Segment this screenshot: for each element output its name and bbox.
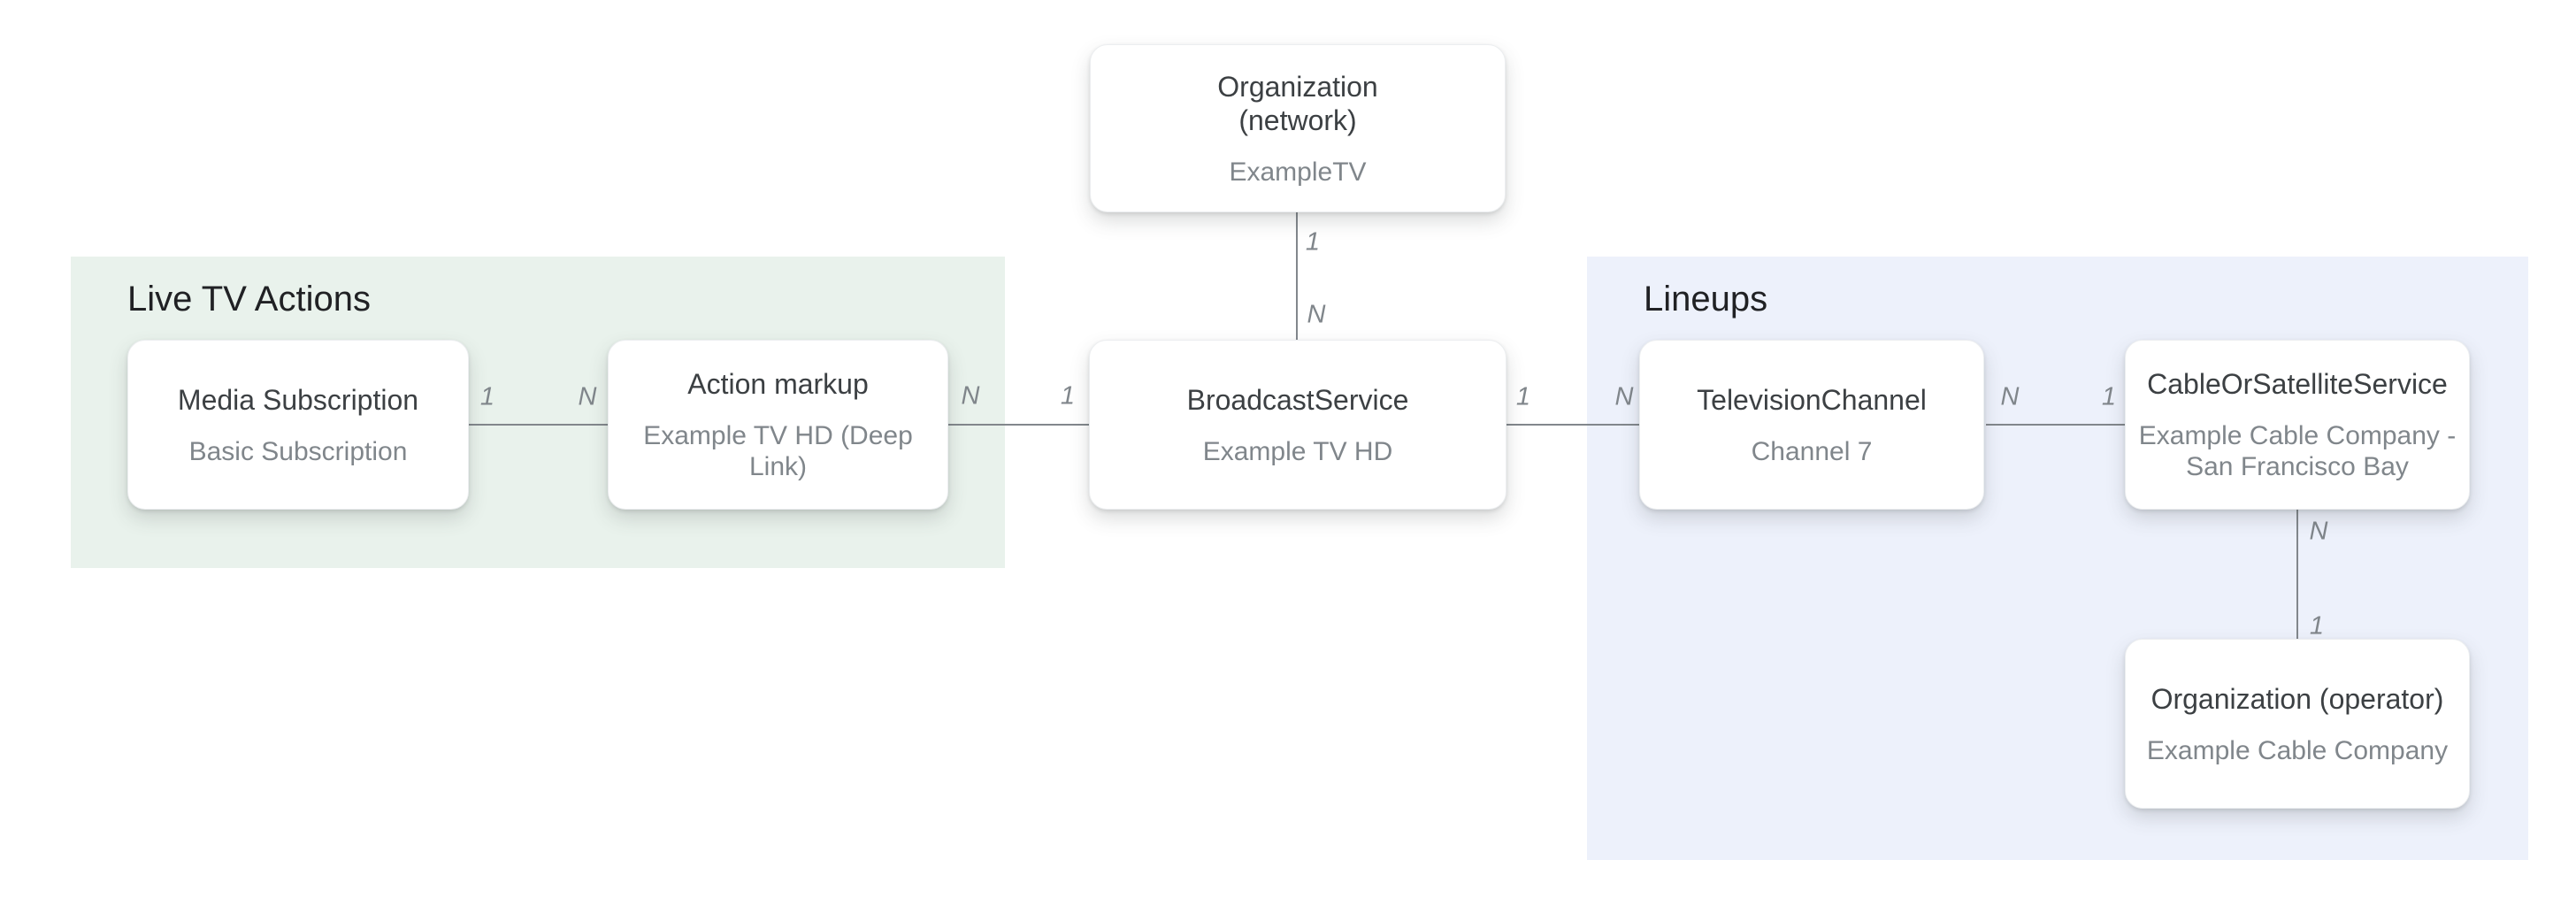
- cardinality-action-right-end: N: [961, 381, 980, 411]
- connector-channel-to-cable: [1986, 424, 2125, 426]
- node-broadcast-service: BroadcastService Example TV HD: [1089, 340, 1506, 510]
- cardinality-cable-left-end: 1: [2101, 382, 2117, 411]
- cardinality-cable-bottom-end: N: [2309, 517, 2328, 546]
- region-heading-lineups: Lineups: [1644, 280, 1768, 319]
- node-subtitle: Example TV HD: [1202, 436, 1393, 466]
- cardinality-network-end: 1: [1305, 227, 1321, 257]
- node-title: Organization (network): [1217, 70, 1378, 136]
- cardinality-broadcast-end: N: [1307, 300, 1326, 329]
- node-title: BroadcastService: [1186, 383, 1409, 416]
- connector-cable-to-operator: [2296, 510, 2298, 639]
- cardinality-broadcast-right-end: 1: [1515, 382, 1531, 411]
- node-title: TelevisionChannel: [1697, 383, 1927, 416]
- node-subtitle: Example TV HD (Deep Link): [643, 421, 913, 481]
- node-title: Media Subscription: [177, 383, 419, 416]
- node-action-markup: Action markup Example TV HD (Deep Link): [608, 340, 948, 510]
- node-subtitle: ExampleTV: [1229, 157, 1367, 187]
- cardinality-broadcast-left-end: 1: [1060, 381, 1076, 411]
- node-subtitle: Example Cable Company - San Francisco Ba…: [2138, 421, 2457, 481]
- connector-network-to-broadcast: [1296, 212, 1298, 340]
- node-organization-network: Organization (network) ExampleTV: [1090, 44, 1506, 212]
- cardinality-channel-right-end: N: [2000, 382, 2020, 411]
- cardinality-operator-end: 1: [2309, 611, 2325, 641]
- node-subtitle: Example Cable Company: [2146, 735, 2449, 765]
- node-title: Organization (operator): [2150, 682, 2444, 715]
- cardinality-channel-left-end: N: [1614, 382, 1634, 411]
- connector-media-to-action: [469, 424, 608, 426]
- node-television-channel: TelevisionChannel Channel 7: [1639, 340, 1984, 510]
- node-subtitle: Basic Subscription: [188, 436, 408, 466]
- cardinality-media-end: 1: [479, 382, 495, 411]
- node-title: Action markup: [687, 368, 869, 400]
- node-media-subscription: Media Subscription Basic Subscription: [127, 340, 469, 510]
- connector-action-to-broadcast: [948, 424, 1089, 426]
- node-organization-operator: Organization (operator) Example Cable Co…: [2125, 639, 2470, 809]
- node-subtitle: Channel 7: [1751, 436, 1873, 466]
- node-title: CableOrSatelliteService: [2147, 368, 2448, 400]
- node-cable-or-satellite-service: CableOrSatelliteService Example Cable Co…: [2125, 340, 2470, 510]
- cardinality-action-left-end: N: [578, 382, 597, 411]
- connector-broadcast-to-channel: [1506, 424, 1639, 426]
- region-heading-live-tv-actions: Live TV Actions: [127, 280, 371, 319]
